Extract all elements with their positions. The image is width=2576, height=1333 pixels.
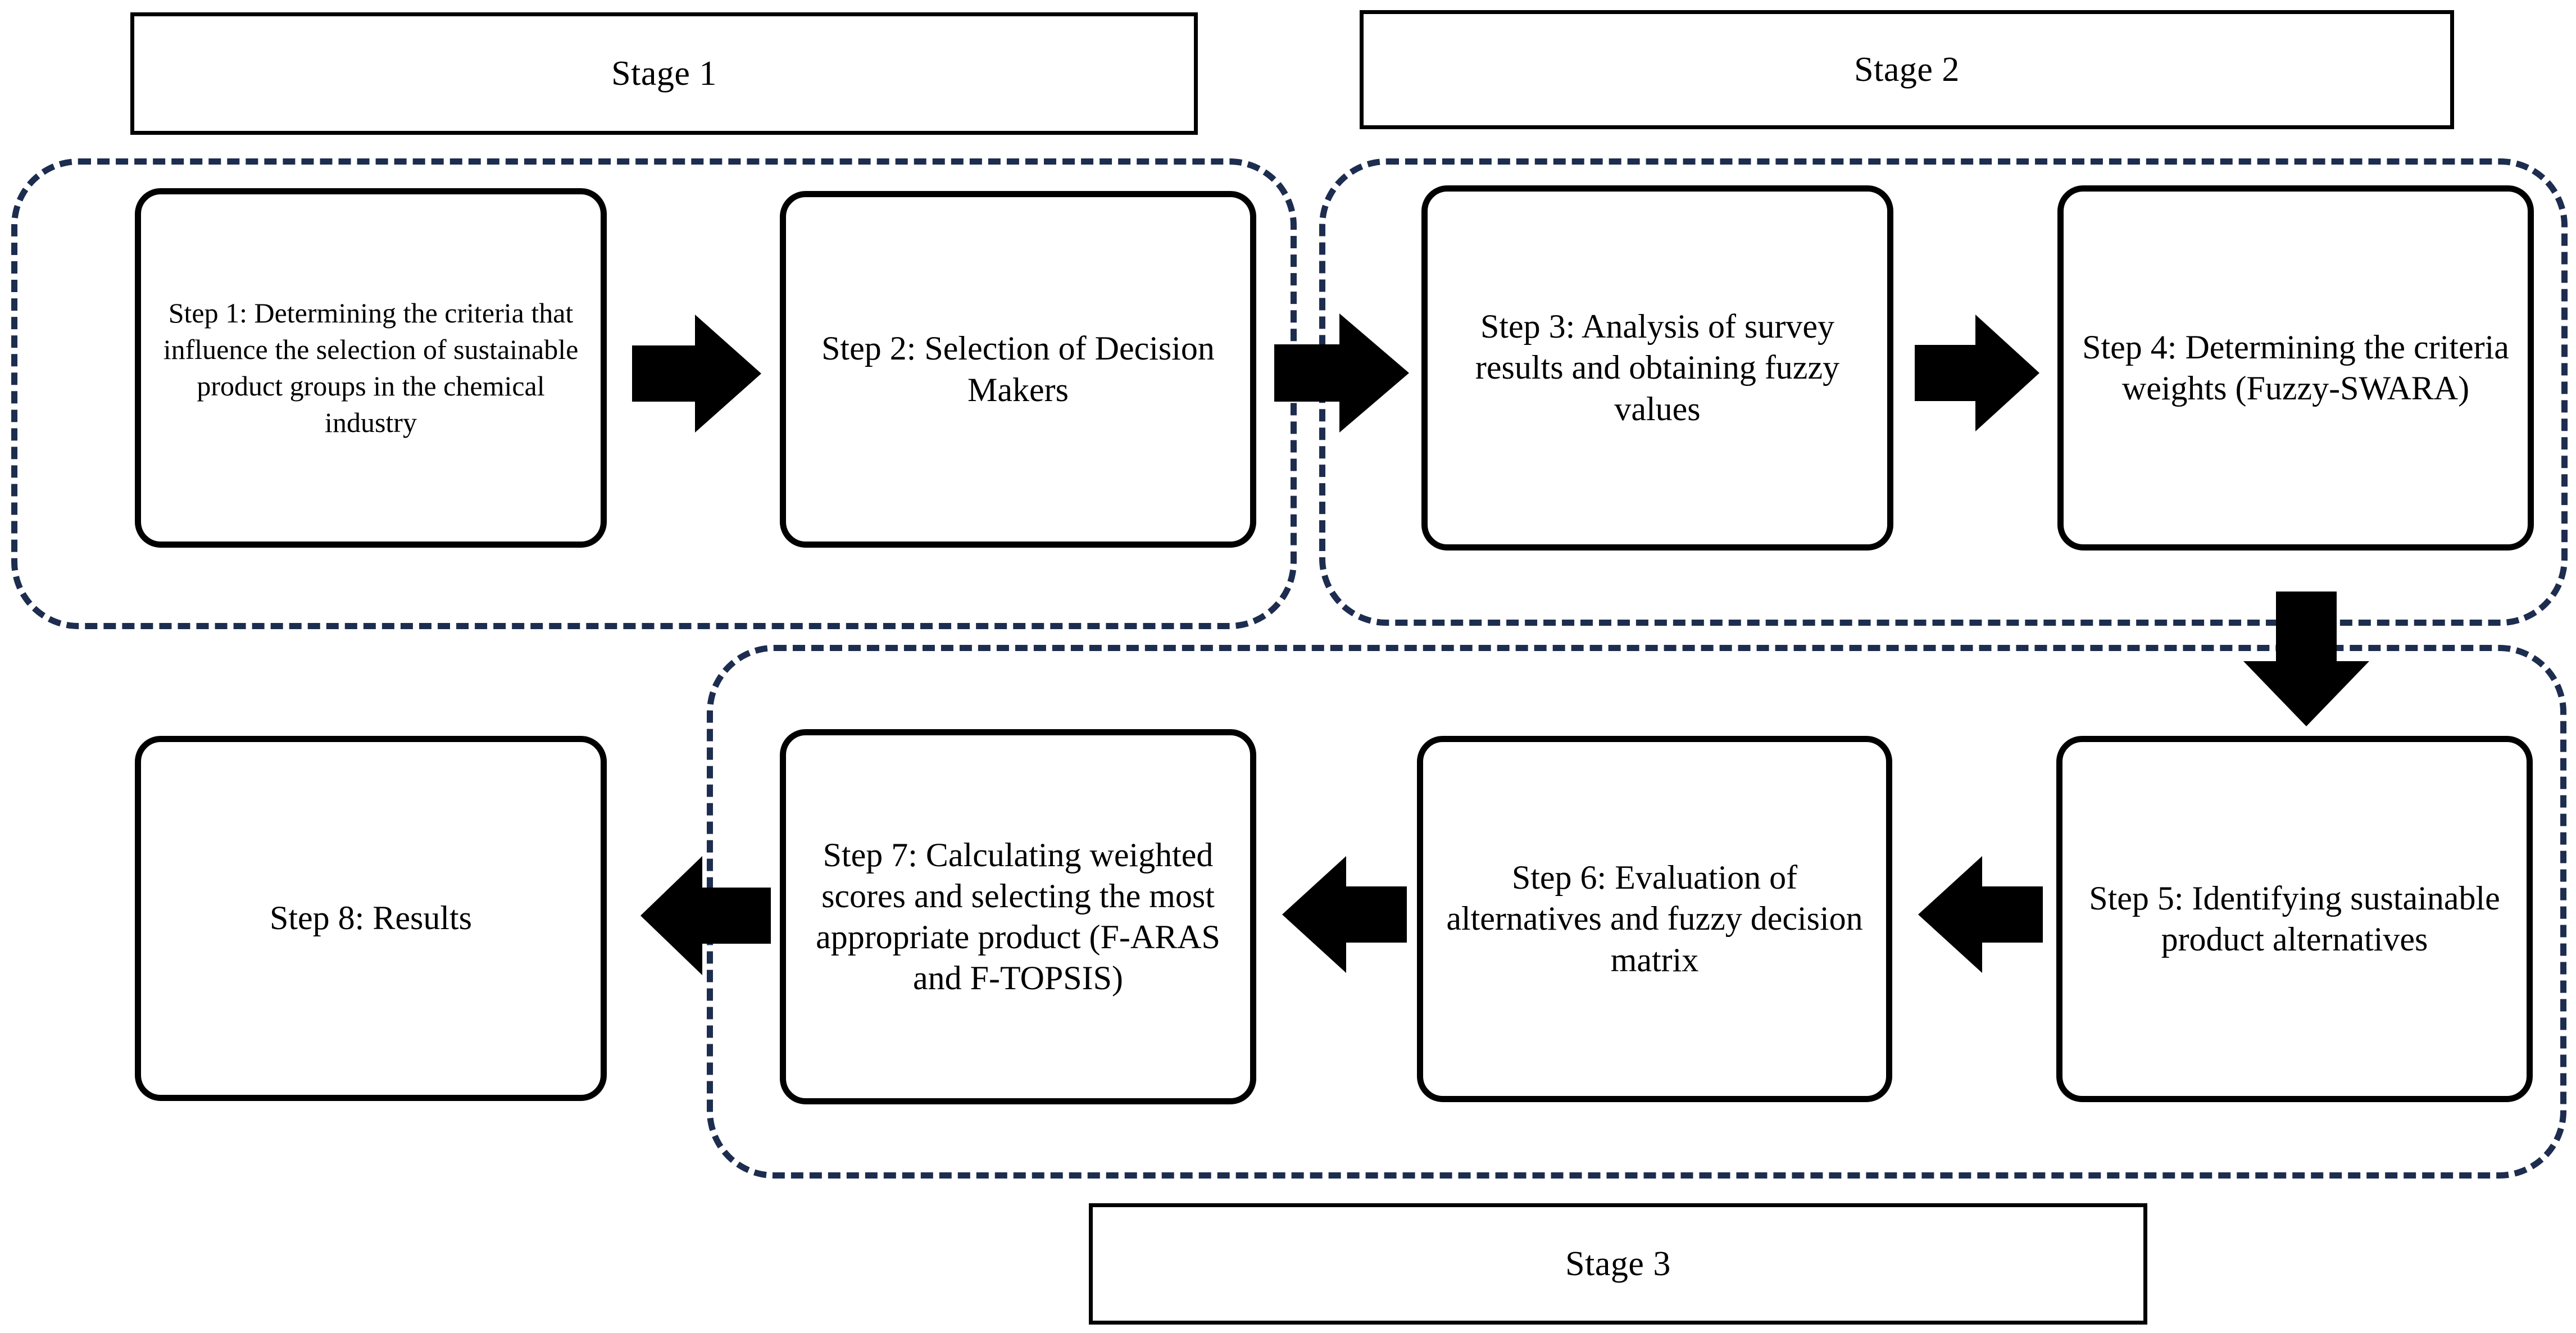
step-2-box[interactable]: Step 2: Selection of Decision Makers — [780, 191, 1256, 548]
step-6-text: Step 6: Evaluation of alternatives and f… — [1446, 859, 1863, 979]
stage-3-label: Stage 3 — [1565, 1245, 1671, 1283]
step-7-box[interactable]: Step 7: Calculating weighted scores and … — [780, 729, 1256, 1104]
step-6-box[interactable]: Step 6: Evaluation of alternatives and f… — [1417, 736, 1892, 1102]
step-2-text: Step 2: Selection of Decision Makers — [821, 330, 1215, 408]
step-8-box[interactable]: Step 8: Results — [135, 736, 607, 1101]
step-7-text: Step 7: Calculating weighted scores and … — [816, 836, 1220, 997]
step-5-box[interactable]: Step 5: Identifying sustainable product … — [2056, 736, 2533, 1102]
stage-3-banner: Stage 3 — [1089, 1203, 2147, 1325]
stage-1-banner: Stage 1 — [130, 12, 1198, 135]
step-3-box[interactable]: Step 3: Analysis of survey results and o… — [1421, 185, 1893, 551]
stage-1-label: Stage 1 — [611, 54, 717, 93]
stage-2-banner: Stage 2 — [1360, 10, 2454, 129]
step-1-text: Step 1: Determining the criteria that in… — [163, 297, 579, 438]
arrow-right-icon-step1-step2 — [632, 315, 761, 433]
step-1-box[interactable]: Step 1: Determining the criteria that in… — [135, 188, 607, 548]
arrow-left-icon-step5-step6 — [1918, 856, 2043, 973]
stage-2-label: Stage 2 — [1854, 51, 1960, 89]
step-8-text: Step 8: Results — [269, 899, 473, 937]
step-4-text: Step 4: Determining the criteria weights… — [2082, 328, 2509, 407]
arrow-right-icon-step3-step4 — [1915, 315, 2039, 431]
step-3-text: Step 3: Analysis of survey results and o… — [1475, 308, 1840, 427]
arrow-left-icon-step7-step8 — [640, 856, 771, 975]
arrow-left-icon-step6-step7 — [1282, 856, 1407, 973]
arrow-down-icon-step4-step5 — [2243, 592, 2369, 726]
step-4-box[interactable]: Step 4: Determining the criteria weights… — [2057, 185, 2534, 551]
arrow-right-icon-step2-step3 — [1274, 313, 1409, 433]
step-5-text: Step 5: Identifying sustainable product … — [2089, 879, 2500, 958]
